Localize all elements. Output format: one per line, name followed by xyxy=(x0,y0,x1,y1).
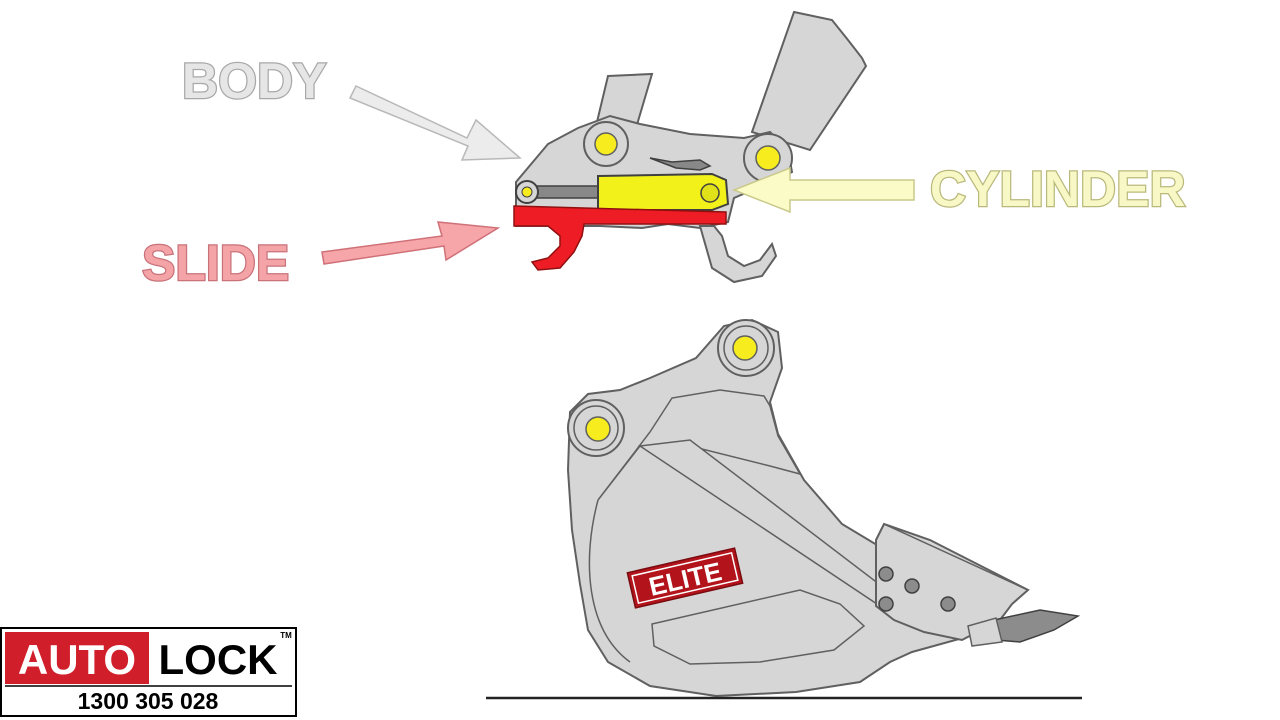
bucket: ELITE xyxy=(566,318,1081,698)
bucket-inner-curve xyxy=(588,499,631,663)
tooth-shank xyxy=(967,617,1003,647)
hitch-pin-left-center xyxy=(594,132,618,156)
logo-word-lock: LOCK xyxy=(159,636,278,683)
slide xyxy=(513,205,727,271)
tooth-tip xyxy=(993,609,1081,643)
autolock-logo: AUTO LOCK TM 1300 305 028 xyxy=(0,627,297,717)
hitch-right-arm xyxy=(750,10,868,152)
logo-trademark: TM xyxy=(280,631,292,640)
adapter-bolt-2 xyxy=(904,578,920,594)
label-cylinder: CYLINDER xyxy=(930,161,1186,217)
bucket-ear-rear-inner xyxy=(573,405,619,451)
tooth-adapter-edge xyxy=(883,523,1029,591)
logo-phone: 1300 305 028 xyxy=(78,688,219,714)
cylinder-end-pin xyxy=(700,183,720,203)
hitch-hook xyxy=(698,225,778,284)
label-body: BODY xyxy=(182,53,326,109)
adapter-bolt-4 xyxy=(940,596,956,612)
elite-badge-bg xyxy=(626,547,744,609)
lock-lever xyxy=(649,157,712,171)
bucket-pin-front xyxy=(732,335,758,361)
bucket-ear-front-inner xyxy=(723,325,769,371)
logo-word-auto: AUTO xyxy=(18,636,136,683)
bucket-bottom-pad xyxy=(651,589,866,665)
quick-hitch xyxy=(513,10,868,284)
cylinder-arrow xyxy=(731,166,915,214)
elite-badge-border xyxy=(631,551,739,605)
adapter-bolt-1 xyxy=(878,566,894,582)
hitch-pin-right-center xyxy=(755,145,781,171)
logo-red-panel xyxy=(5,632,149,684)
adapter-bolt-3 xyxy=(878,596,894,612)
slide-arrow xyxy=(321,221,501,265)
body-arrow xyxy=(348,85,522,161)
label-slide: SLIDE xyxy=(142,235,289,291)
cylinder-rod-eye-center xyxy=(521,186,533,198)
bucket-pin-rear xyxy=(585,416,611,442)
